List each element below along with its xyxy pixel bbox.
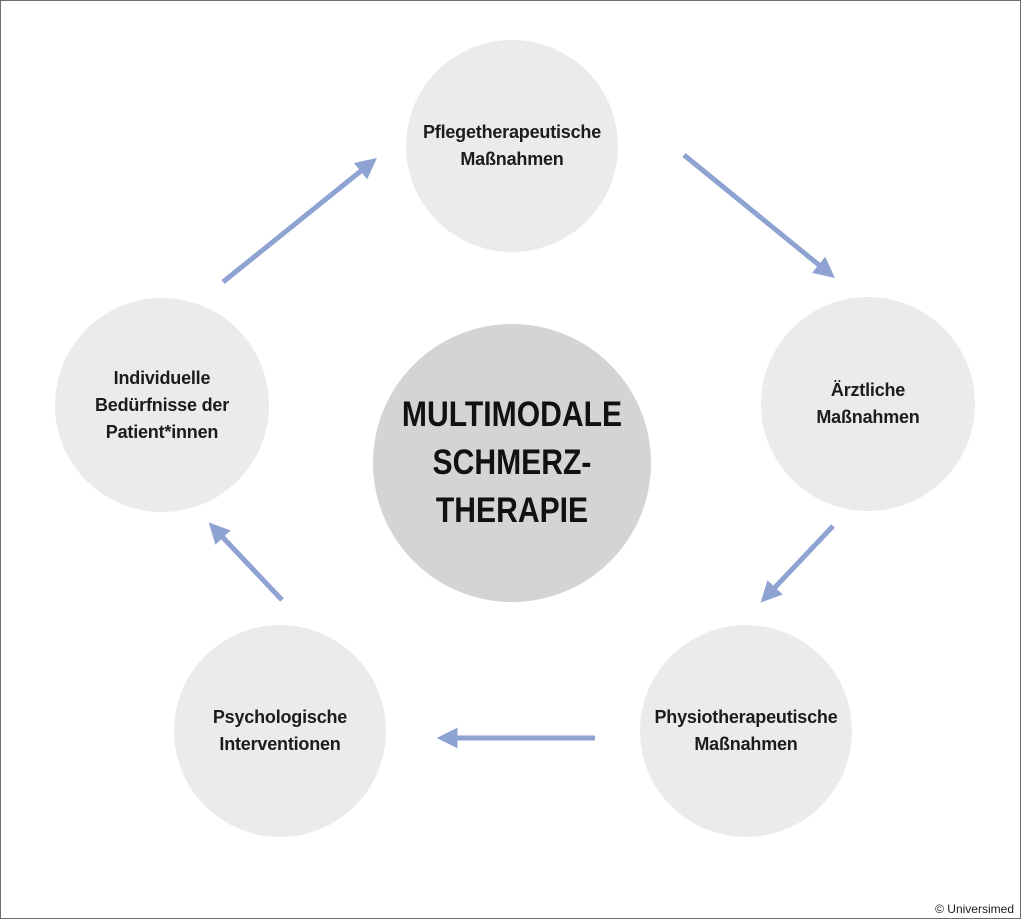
node-label: Individuelle Bedürfnisse der Patient*inn… [94, 367, 230, 442]
node-pflegetherapeutische-massnahmen: Pflegetherapeutische Maßnahmen [406, 40, 618, 252]
copyright-text: © Universimed [935, 902, 1014, 916]
node-individuelle-beduerfnisse: Individuelle Bedürfnisse der Patient*inn… [55, 298, 269, 512]
node-label: Pflegetherapeutische Maßnahmen [422, 122, 602, 169]
center-node-multimodale-schmerztherapie: MULTIMODALE SCHMERZ- THERAPIE [373, 324, 651, 602]
node-physiotherapeutische-massnahmen: Physiotherapeutische Maßnahmen [640, 625, 852, 837]
node-label: Psychologische Interventionen [212, 707, 348, 754]
arrow-pflege-to-aerztlich [682, 153, 835, 278]
center-label: MULTIMODALE SCHMERZ- THERAPIE [401, 395, 623, 530]
arrow-aerztlich-to-physio [760, 524, 835, 603]
node-label: Physiotherapeutische Maßnahmen [654, 707, 838, 754]
node-psychologische-interventionen: Psychologische Interventionen [174, 625, 386, 837]
node-label: Ärztliche Maßnahmen [816, 380, 920, 427]
arrow-individuell-to-pflege [221, 158, 377, 284]
arrow-psycho-to-individuell [208, 522, 284, 602]
node-aerztliche-massnahmen: Ärztliche Maßnahmen [761, 297, 975, 511]
